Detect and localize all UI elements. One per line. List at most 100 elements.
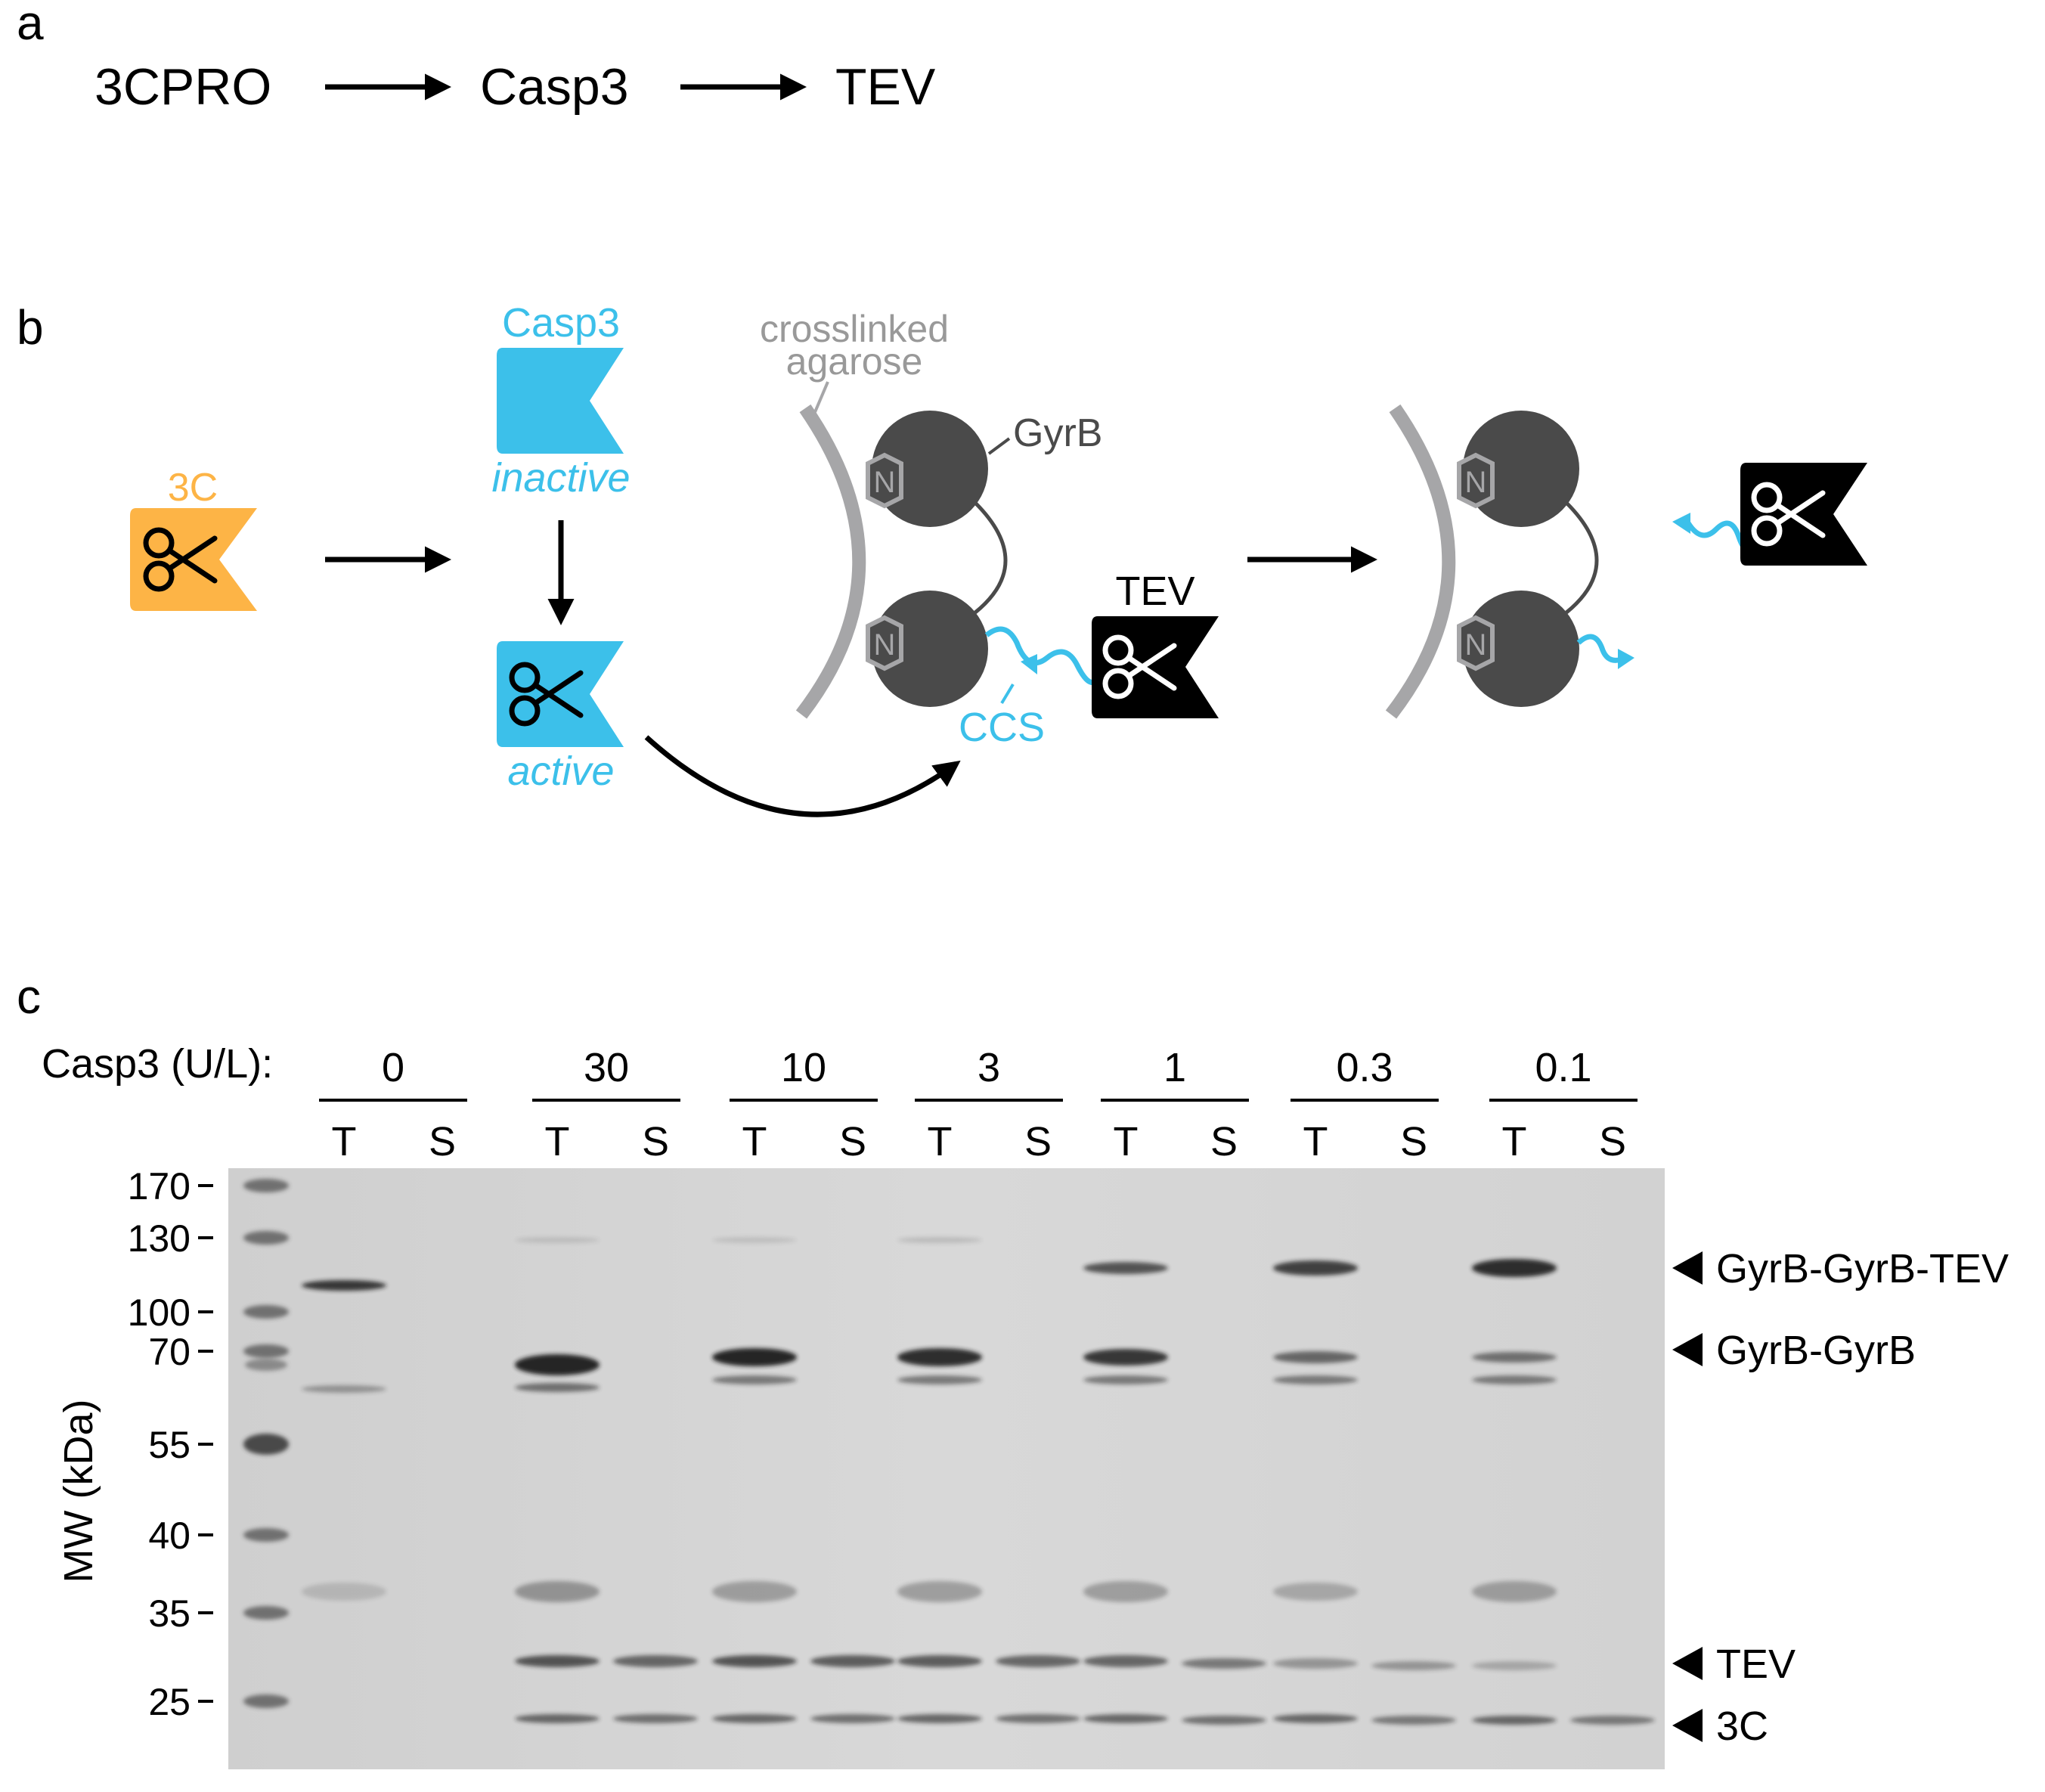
lane-label-soluble: S	[429, 1119, 456, 1164]
gel-band	[1371, 1661, 1456, 1670]
gel-band	[1083, 1714, 1168, 1723]
ccs-stub-cleaved	[1576, 634, 1627, 663]
gel-band	[810, 1655, 895, 1667]
gel-band	[515, 1354, 600, 1375]
casp3-active-shape	[497, 641, 624, 747]
ccs-label: CCS	[959, 705, 1045, 750]
active-label: active	[507, 749, 614, 794]
tev-released-shape	[1740, 463, 1867, 566]
casp3-label: Casp3	[502, 300, 620, 346]
gel-band	[613, 1714, 698, 1723]
gel-band	[996, 1714, 1080, 1723]
ladder-band	[243, 1231, 289, 1245]
mw-marker-label: 170	[128, 1165, 191, 1208]
mw-marker-label: 35	[148, 1592, 191, 1635]
casp3-header: Casp3 (U/L):	[42, 1041, 273, 1087]
svg-text:N: N	[1465, 466, 1487, 499]
gel-band	[996, 1655, 1080, 1667]
gel-band	[302, 1583, 386, 1601]
gel-background	[228, 1168, 1665, 1769]
lane-label-soluble: S	[1400, 1119, 1427, 1164]
concentration-label: 3	[978, 1045, 1000, 1090]
gel-band	[897, 1655, 982, 1667]
ladder-band	[243, 1606, 289, 1620]
ladder-band	[243, 1305, 289, 1319]
gel-band	[515, 1581, 600, 1602]
concentration-label: 0.3	[1336, 1045, 1393, 1090]
lane-label-total: T	[1114, 1119, 1139, 1164]
lane-label-soluble: S	[642, 1119, 669, 1164]
svg-text:N: N	[1465, 628, 1487, 662]
tev-tethered-shape	[1092, 616, 1219, 718]
n-terminus-anchor-top: N	[866, 452, 903, 509]
concentration-label: 0.1	[1535, 1045, 1591, 1090]
gel-band	[302, 1280, 386, 1291]
gel-band	[1371, 1716, 1456, 1725]
n-terminus-anchor-bottom: N	[866, 615, 903, 671]
ladder-band	[243, 1694, 289, 1708]
gyrb-leader	[987, 437, 1011, 455]
gel-band	[1472, 1375, 1557, 1384]
gel-band	[1182, 1658, 1266, 1669]
gel-band	[712, 1714, 797, 1723]
panel-c-label: c	[17, 969, 41, 1024]
ladder-band	[243, 1344, 289, 1358]
gel-band	[1083, 1655, 1168, 1667]
lane-label-total: T	[742, 1119, 767, 1164]
gel-band	[1273, 1583, 1358, 1601]
lane-label-total: T	[1502, 1119, 1527, 1164]
gel-band	[712, 1348, 797, 1366]
mw-marker-label: 100	[128, 1291, 191, 1334]
band-arrowhead	[1672, 1333, 1703, 1366]
gyrb-linker	[974, 501, 1008, 614]
mw-marker-label: 40	[148, 1515, 191, 1557]
svg-text:N: N	[874, 466, 896, 499]
ccs-site-marker	[1021, 654, 1037, 674]
gel-band	[1182, 1716, 1266, 1725]
inactive-label: inactive	[491, 455, 630, 501]
ccs-leader	[1000, 683, 1015, 705]
gel-band	[1083, 1581, 1168, 1602]
gyrb-label: GyrB	[1013, 411, 1102, 455]
n-terminus-anchor-top-cleaved: N	[1457, 452, 1495, 509]
lane-label-total: T	[332, 1119, 357, 1164]
gel-band	[897, 1348, 982, 1366]
concentration-label: 30	[584, 1045, 629, 1090]
gel-band	[1273, 1658, 1358, 1669]
gel-band	[897, 1237, 982, 1243]
band-label: GyrB-GyrB-TEV	[1716, 1246, 2009, 1291]
gel-band	[897, 1581, 982, 1602]
tev-tethered-label: TEV	[1115, 569, 1194, 614]
gyrb-linker-cleaved	[1565, 501, 1599, 614]
svg-text:N: N	[874, 628, 896, 662]
gel-band	[515, 1655, 600, 1667]
agarose-leader	[813, 381, 829, 413]
n-terminus-anchor-bottom-cleaved: N	[1457, 615, 1495, 671]
lane-label-total: T	[545, 1119, 570, 1164]
band-label: 3C	[1716, 1704, 1768, 1749]
protease-3c-shape	[130, 508, 257, 611]
ccs-linker	[984, 626, 1098, 685]
gyrb-domain-bottom-cleaved	[1463, 591, 1579, 707]
gel-band	[1472, 1352, 1557, 1363]
agarose-label-line1: crosslinked	[760, 308, 949, 350]
lane-label-soluble: S	[839, 1119, 866, 1164]
band-arrowhead	[1672, 1647, 1703, 1680]
gel-band	[712, 1375, 797, 1384]
lane-label-soluble: S	[1024, 1119, 1052, 1164]
lane-label-soluble: S	[1599, 1119, 1626, 1164]
lane-label-total: T	[1303, 1119, 1328, 1164]
lane-label-soluble: S	[1210, 1119, 1238, 1164]
protease-3c-label: 3C	[168, 466, 218, 510]
ladder-band	[243, 1434, 289, 1455]
band-label: GyrB-GyrB	[1716, 1328, 1916, 1373]
gel-band	[712, 1655, 797, 1667]
casp3-inactive-shape	[497, 348, 624, 454]
gel-band	[1083, 1375, 1168, 1384]
gel-band	[1472, 1581, 1557, 1602]
gel-band	[515, 1383, 600, 1392]
gel-band	[613, 1655, 698, 1667]
gel-band	[1273, 1351, 1358, 1363]
